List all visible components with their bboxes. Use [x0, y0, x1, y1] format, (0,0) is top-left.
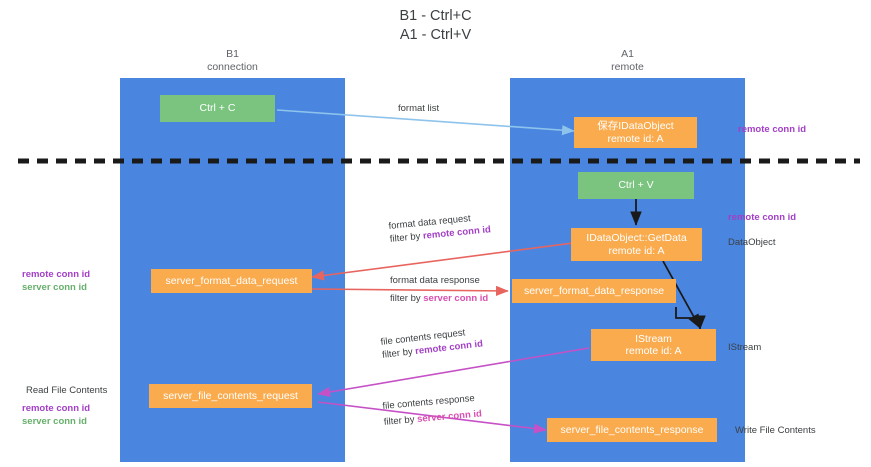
arrow-response-to-istream [675, 307, 706, 330]
annotation-left-read-file-contents: Read File Contents [26, 385, 108, 396]
annotation-right-write-file-contents: Write File Contents [735, 425, 816, 436]
arrow-getdata-to-istream [662, 260, 701, 329]
annotation-left-remote-conn-id-2: remote conn id [22, 403, 91, 414]
lane-header-b1: B1 connection [207, 48, 258, 73]
filter-prefix: filter by [383, 414, 418, 428]
annotation-right-dataobject: DataObject [728, 237, 776, 248]
edge-label-format-list: format list [398, 103, 440, 114]
arrow-format-data-request [311, 242, 574, 281]
box-idataobject-remote[interactable]: 保存IDataObject remote id: A [574, 117, 697, 148]
annotation-left-remote-conn-id: remote conn id [22, 269, 91, 280]
box-server-file-contents-response[interactable]: server_file_contents_response [547, 418, 717, 442]
box-ctrl-c[interactable]: Ctrl + C [160, 95, 275, 122]
arrow-file-contents-response [317, 401, 547, 434]
filter-prefix: filter by [389, 230, 424, 245]
edge-label-format-data-response-line1: format data response [390, 275, 480, 286]
annotation-right-istream: IStream [728, 342, 762, 353]
arrow-file-contents-request [317, 347, 590, 398]
page-title: B1 - Ctrl+C A1 - Ctrl+V [399, 8, 472, 43]
annotation-right-remote-conn-id-top: remote conn id [738, 124, 807, 135]
lane-header-a1: A1 remote [611, 48, 644, 73]
annotation-right-remote-conn-id-mid: remote conn id [728, 212, 797, 223]
filter-prefix: filter by [381, 346, 416, 361]
arrow-format-data-response [311, 285, 509, 296]
box-idataobject-getdata[interactable]: IDataObject::GetData remote id: A [571, 228, 702, 261]
box-server-format-data-response[interactable]: server_format_data_response [512, 279, 676, 303]
edge-label-format-data-response-filter: filter by server conn id [390, 292, 488, 305]
box-istream[interactable]: IStream remote id: A [591, 329, 716, 361]
filter-prefix: filter by [390, 293, 424, 304]
edge-label-format-data-response: format data response filter by server co… [390, 274, 488, 305]
box-server-file-contents-request[interactable]: server_file_contents_request [149, 384, 312, 408]
box-ctrl-v[interactable]: Ctrl + V [578, 172, 694, 199]
box-server-format-data-request[interactable]: server_format_data_request [151, 269, 312, 293]
arrow-format-list [276, 109, 575, 136]
filter-key-server-conn-id: server conn id [423, 293, 489, 304]
annotation-left-server-conn-id-2: server conn id [22, 416, 87, 427]
annotation-left-server-conn-id: server conn id [22, 282, 87, 293]
